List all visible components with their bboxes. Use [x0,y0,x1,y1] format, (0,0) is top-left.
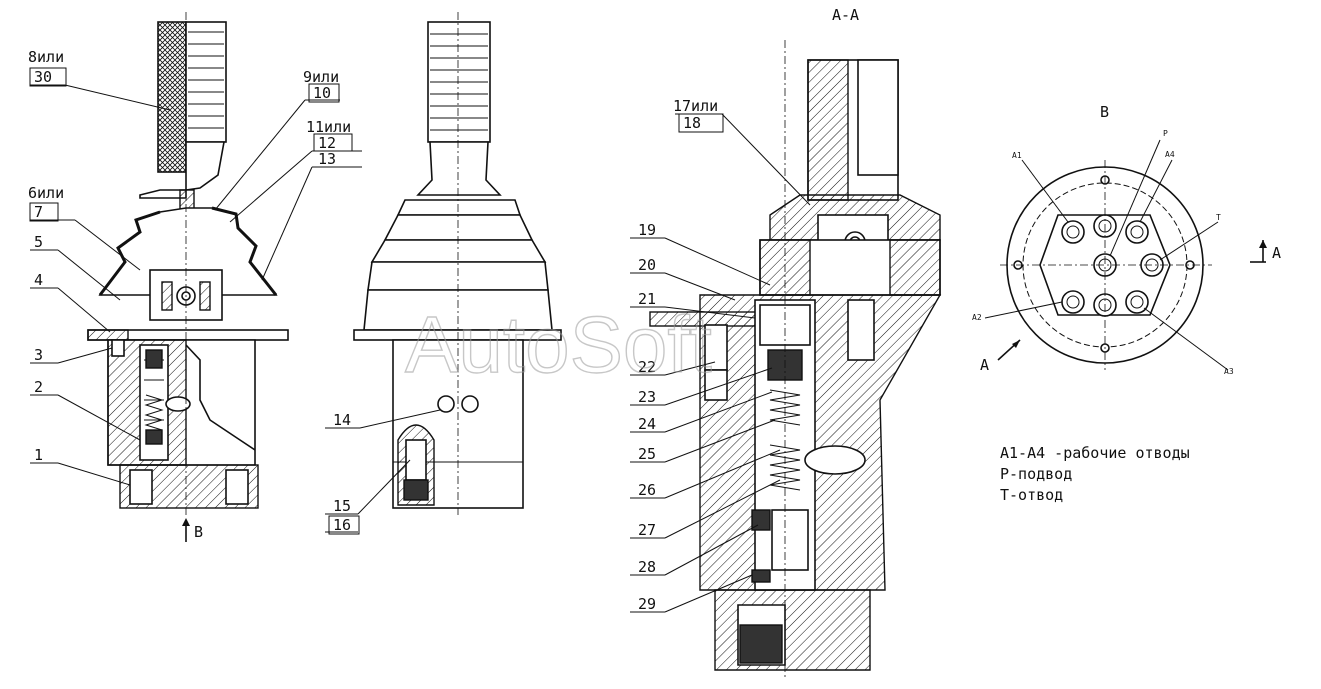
label-4: 4 [34,271,43,289]
arrow-a-left-label: А [980,356,989,374]
label-5: 5 [34,233,43,251]
label-16: 16 [333,516,351,534]
label-3: 3 [34,346,43,364]
section-a-a-view [649,40,942,680]
label-boxes [29,67,724,535]
label-25: 25 [638,445,656,463]
label-2: 2 [34,378,43,396]
legend-line-1: А1-А4 -рабочие отводы [1000,444,1190,462]
port-a3-label: А3 [1224,367,1234,376]
label-7: 7 [34,203,43,221]
label-29: 29 [638,595,656,613]
port-a2-label: А2 [972,313,982,322]
label-14: 14 [333,411,351,429]
middle-joystick-view [353,12,562,515]
view-b-port-layout [984,139,1267,371]
part-labels: 8или 30 9или 10 11или 12 13 6или 7 5 4 3… [28,48,718,613]
label-12: 12 [318,134,336,152]
label-26: 26 [638,481,656,499]
label-15: 15 [333,497,351,515]
label-19: 19 [638,221,656,239]
legend: А1-А4 -рабочие отводы Р-подвод Т-отвод [1000,444,1190,504]
label-30: 30 [34,68,52,86]
port-a1-label: А1 [1012,151,1022,160]
section-title: А-А [832,6,859,24]
label-27: 27 [638,521,656,539]
label-22: 22 [638,358,656,376]
label-11: 11или [306,118,351,136]
label-21: 21 [638,290,656,308]
label-24: 24 [638,415,656,433]
port-p-label: Р [1163,129,1168,138]
label-20: 20 [638,256,656,274]
left-joystick-view [87,12,289,542]
label-1: 1 [34,446,43,464]
legend-line-2: Р-подвод [1000,465,1072,483]
arrow-b-label: В [194,523,203,541]
label-17: 17или [673,97,718,115]
legend-line-3: Т-отвод [1000,486,1063,504]
leader-lines [30,84,811,613]
label-18: 18 [683,114,701,132]
label-8: 8или [28,48,64,66]
port-t-label: Т [1216,213,1221,222]
label-6: 6или [28,184,64,202]
watermark: AutoSoft [405,300,712,389]
label-23: 23 [638,388,656,406]
label-13: 13 [318,150,336,168]
label-28: 28 [638,558,656,576]
label-9: 9или [303,68,339,86]
label-10: 10 [313,84,331,102]
view-b-title: В [1100,103,1109,121]
port-a4-label: А4 [1165,150,1175,159]
arrow-a-right-label: А [1272,244,1281,262]
